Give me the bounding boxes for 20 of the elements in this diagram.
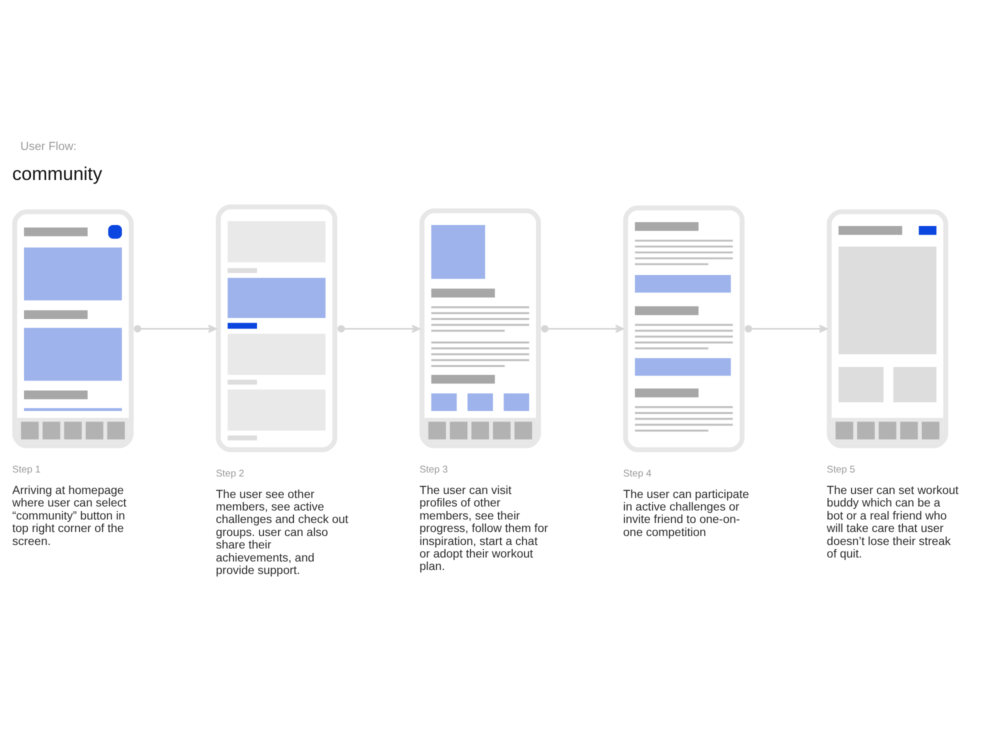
node-picture [623, 204, 745, 452]
node-label: The user can visit profiles of other members, see their progress, follow them for inspiration, start a chat or adopt their workout plan. [420, 483, 548, 573]
node-label: The user can set workout buddy which can be a bot or a real friend who will take care that user doesn’t lose their streak of quit. [826, 483, 959, 560]
arrow [134, 324, 217, 332]
node-picture [216, 204, 338, 452]
node-label: Step 5 [826, 464, 856, 476]
label: community [12, 162, 102, 184]
node-label: Step 1 [12, 464, 41, 476]
node-label: The user see other members, see active challenges and check out groups. user can also share their achievements, and provide support. [216, 487, 348, 577]
arrow [541, 324, 624, 332]
arrow [744, 324, 828, 332]
node-picture [12, 208, 134, 448]
diagram-title: User Flow: [20, 140, 77, 153]
node-picture [826, 208, 948, 448]
node-label: The user can participate in active challenges or invite friend to one-on-one competition [623, 487, 750, 538]
node-label: Step 2 [216, 468, 244, 480]
node-label: Arriving at homepage where user can select “community” button in top right corner of the screen. [12, 483, 126, 548]
arrow [337, 324, 420, 332]
node-label: Step 3 [420, 464, 448, 476]
node-label: Step 4 [623, 468, 652, 480]
